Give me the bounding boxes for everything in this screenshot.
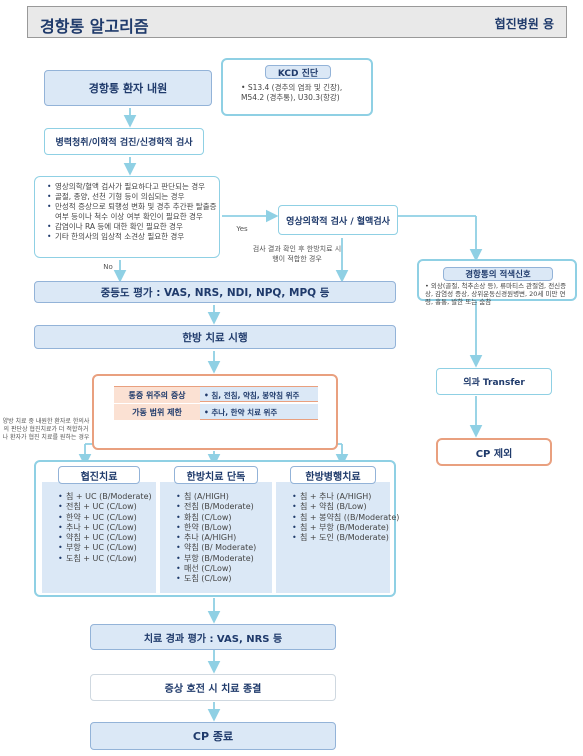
criteria-list: 영상의학/혈액 검사가 필요하다고 판단되는 경우 골절, 종양, 선천 기형 … [45,182,225,242]
red-flag-text: • 외상(골절, 척추손상 등), 류마티스 관절염, 전신증상, 감염성 증상… [425,282,567,306]
page-header: 경항통 알고리즘 협진병원 용 [27,6,567,38]
col-hanbang-title: 한방치료 단독 [174,466,258,484]
list-item: 도침 (C/Low) [176,574,282,585]
imaging-criteria-box: 영상의학/혈액 검사가 필요하다고 판단되는 경우 골절, 종양, 선천 기형 … [34,176,220,258]
cp-end-box: CP 종료 [90,722,336,750]
symptom-rom-value: • 추나, 한약 치료 위주 [204,407,278,417]
list-item: 침 + UC (B/Moderate) [58,492,166,503]
symptom-pain-value: • 침, 전침, 약침, 봉약침 위주 [204,390,300,400]
patient-visit-label: 경항통 환자 내원 [88,82,168,95]
list-item: 전침 + UC (C/Low) [58,502,166,513]
page-title: 경항통 알고리즘 [40,17,149,36]
list-item: 도침 + UC (C/Low) [58,554,166,565]
no-label: No [103,263,113,271]
after-test-note: 검사 결과 확인 후 한방치료 시행이 적합한 경우 [252,245,342,263]
list-item: 한약 (B/Low) [176,523,282,534]
list-item: 부항 (B/Moderate) [176,554,282,565]
red-flag-bullet-icon: • [425,282,431,290]
severity-eval-box: 중등도 평가 : VAS, NRS, NDI, NPQ, MPQ 등 [34,281,396,303]
symptom-rom-label: 가동 범위 제한 [114,404,200,420]
imaging-test-box: 영상의학적 검사 / 혈액검사 [278,205,398,235]
transfer-box: 의과 Transfer [436,368,552,395]
kcd-bullet-icon: • [241,83,248,92]
kcd-codes: • S13.4 (경추의 염좌 및 긴장), M54.2 (경추통), U30.… [241,83,343,102]
treatment-options-box: 협진치료 한방치료 단독 한방병행치료 침 + UC (B/Moderate) … [34,460,399,597]
red-flag-title: 경항통의 적색신호 [443,267,553,281]
hanbang-list: 침 (A/HIGH) 전침 (B/Moderate) 화침 (C/Low) 한약… [172,492,282,585]
criteria-item: 골절, 종양, 선천 기형 등이 의심되는 경우 [47,192,225,202]
criteria-item: 기타 한의사의 임상적 소견상 필요한 경우 [47,232,225,242]
col-collab-title: 협진치료 [58,466,140,484]
list-item: 침 (A/HIGH) [176,492,282,503]
list-item: 약침 + UC (C/Low) [58,533,166,544]
symptom-bullet-icon: • [204,407,212,417]
collab-list: 침 + UC (B/Moderate) 전침 + UC (C/Low) 한약 +… [54,492,166,564]
kcd-box: KCD 진단 • S13.4 (경추의 염좌 및 긴장), M54.2 (경추통… [221,58,373,116]
criteria-item: 감염이나 RA 등에 대한 확인 필요한 경우 [47,222,225,232]
col-combined-title: 한방병행치료 [290,466,376,484]
list-item: 부항 + UC (C/Low) [58,543,166,554]
list-item: 침 + 도인 (B/Moderate) [292,533,402,544]
yes-label: Yes [236,225,248,233]
patient-visit-box: 경항통 환자 내원 [44,70,212,106]
treatment-box: 한방 치료 시행 [34,325,396,349]
list-item: 전침 (B/Moderate) [176,502,282,513]
combined-list: 침 + 추나 (A/HIGH) 침 + 약침 (B/Low) 침 + 봉약침 (… [288,492,402,544]
list-item: 약침 (B/ Moderate) [176,543,282,554]
cp-exclude-box: CP 제외 [436,438,552,466]
list-item: 추나 (A/HIGH) [176,533,282,544]
symptom-guide-box: 통증 위주의 증상 • 침, 전침, 약침, 봉약침 위주 가동 범위 제한 •… [92,374,338,450]
page-subtitle: 협진병원 용 [494,17,554,31]
symptom-row-rom: 가동 범위 제한 • 추나, 한약 치료 위주 [114,404,318,420]
symptom-bullet-icon: • [204,390,212,400]
list-item: 매선 (C/Low) [176,564,282,575]
progress-eval-box: 치료 경과 평가 : VAS, NRS 등 [90,624,336,650]
kcd-title: KCD 진단 [265,65,331,79]
list-item: 침 + 약침 (B/Low) [292,502,402,513]
list-item: 추나 + UC (C/Low) [58,523,166,534]
list-item: 침 + 봉약침 ((B/Moderate) [292,513,402,524]
symptom-row-pain: 통증 위주의 증상 • 침, 전침, 약침, 봉약침 위주 [114,386,318,403]
list-item: 화침 (C/Low) [176,513,282,524]
list-item: 침 + 부항 (B/Moderate) [292,523,402,534]
history-exam-box: 병력청취/이학적 검진/신경학적 검사 [44,128,204,155]
symptom-pain-label: 통증 위주의 증상 [114,387,200,403]
collab-side-note: 양방 치료 중 내원한 환자로 한의사의 판단상 협진치료가 더 적합하거나 환… [2,418,90,441]
list-item: 한약 + UC (C/Low) [58,513,166,524]
criteria-item: 만성적 증상으로 퇴행성 변화 및 경추 추간판 탈출증 여부 등이나 척수 이… [47,202,225,222]
end-treatment-box: 증상 호전 시 치료 종결 [90,674,336,701]
red-flag-box: 경항통의 적색신호 • 외상(골절, 척추손상 등), 류마티스 관절염, 전신… [417,259,577,306]
criteria-item: 영상의학/혈액 검사가 필요하다고 판단되는 경우 [47,182,225,192]
list-item: 침 + 추나 (A/HIGH) [292,492,402,503]
